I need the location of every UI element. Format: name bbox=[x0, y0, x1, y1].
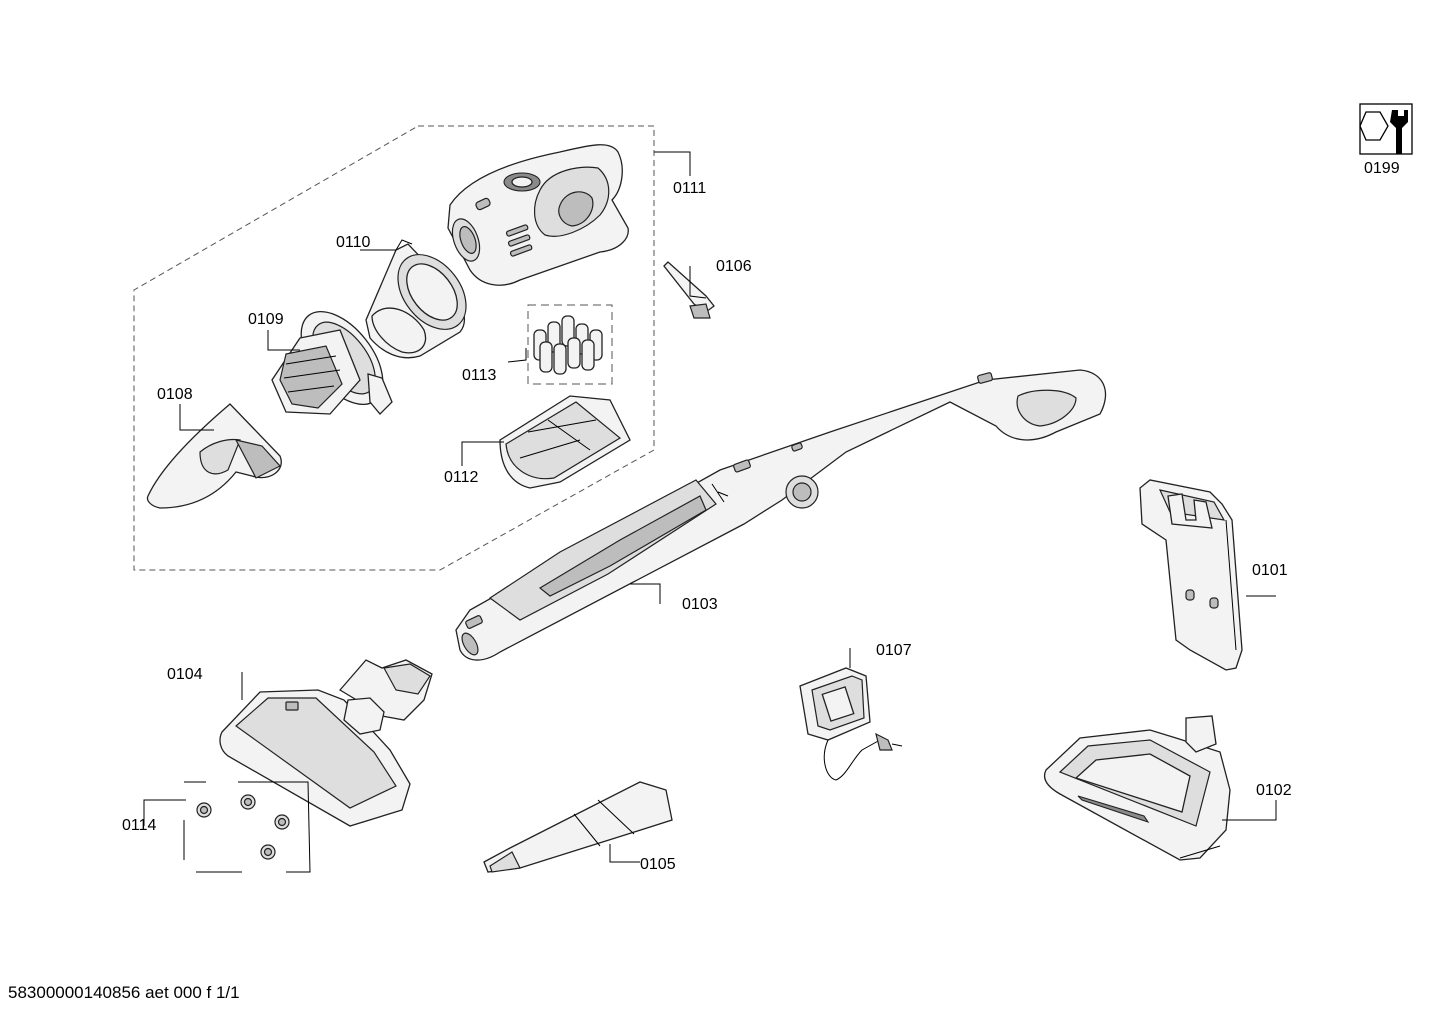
label-0105: 0105 bbox=[640, 856, 676, 873]
part-0114-wheels[interactable] bbox=[183, 781, 311, 873]
part-0111-handheld-unit[interactable] bbox=[447, 144, 629, 286]
part-0102-floor-nozzle[interactable] bbox=[1043, 715, 1231, 861]
part-0104-floor-nozzle[interactable] bbox=[219, 659, 433, 827]
label-0101: 0101 bbox=[1252, 562, 1288, 579]
label-0106: 0106 bbox=[716, 258, 752, 275]
label-0104: 0104 bbox=[167, 666, 203, 683]
part-0113-battery-pack[interactable] bbox=[527, 304, 613, 385]
label-0109: 0109 bbox=[248, 311, 284, 328]
part-0106-brush-tool[interactable] bbox=[663, 261, 715, 319]
part-0105-crevice-tool[interactable] bbox=[483, 781, 673, 873]
label-0111: 0111 bbox=[673, 180, 706, 197]
label-0114: 0114 bbox=[122, 817, 157, 834]
part-0108-nozzle[interactable] bbox=[146, 403, 282, 509]
label-0113: 0113 bbox=[462, 367, 497, 384]
handheld-group-outline bbox=[133, 125, 655, 571]
label-0112: 0112 bbox=[444, 469, 479, 486]
part-0101-wall-bracket[interactable] bbox=[1139, 479, 1243, 671]
label-0103: 0103 bbox=[682, 596, 718, 613]
leader-lines bbox=[143, 151, 1277, 863]
part-0109-filter-holder[interactable] bbox=[271, 297, 399, 419]
label-0102: 0102 bbox=[1256, 782, 1292, 799]
part-labels: 0111 0106 0110 0109 0108 0113 0112 0103 … bbox=[122, 160, 1400, 873]
part-0110-filter[interactable] bbox=[365, 239, 480, 359]
label-0110: 0110 bbox=[336, 234, 371, 251]
label-0108: 0108 bbox=[157, 386, 193, 403]
part-0112-dust-container[interactable] bbox=[499, 395, 631, 489]
part-0103-stick-body[interactable] bbox=[455, 369, 1107, 661]
document-id: 58300000140856 aet 000 f 1/1 bbox=[8, 983, 240, 1002]
part-0107-charger[interactable] bbox=[799, 667, 903, 781]
label-0199: 0199 bbox=[1364, 160, 1400, 177]
hex-nut-wrench-icon bbox=[1359, 103, 1413, 155]
label-0107: 0107 bbox=[876, 642, 912, 659]
